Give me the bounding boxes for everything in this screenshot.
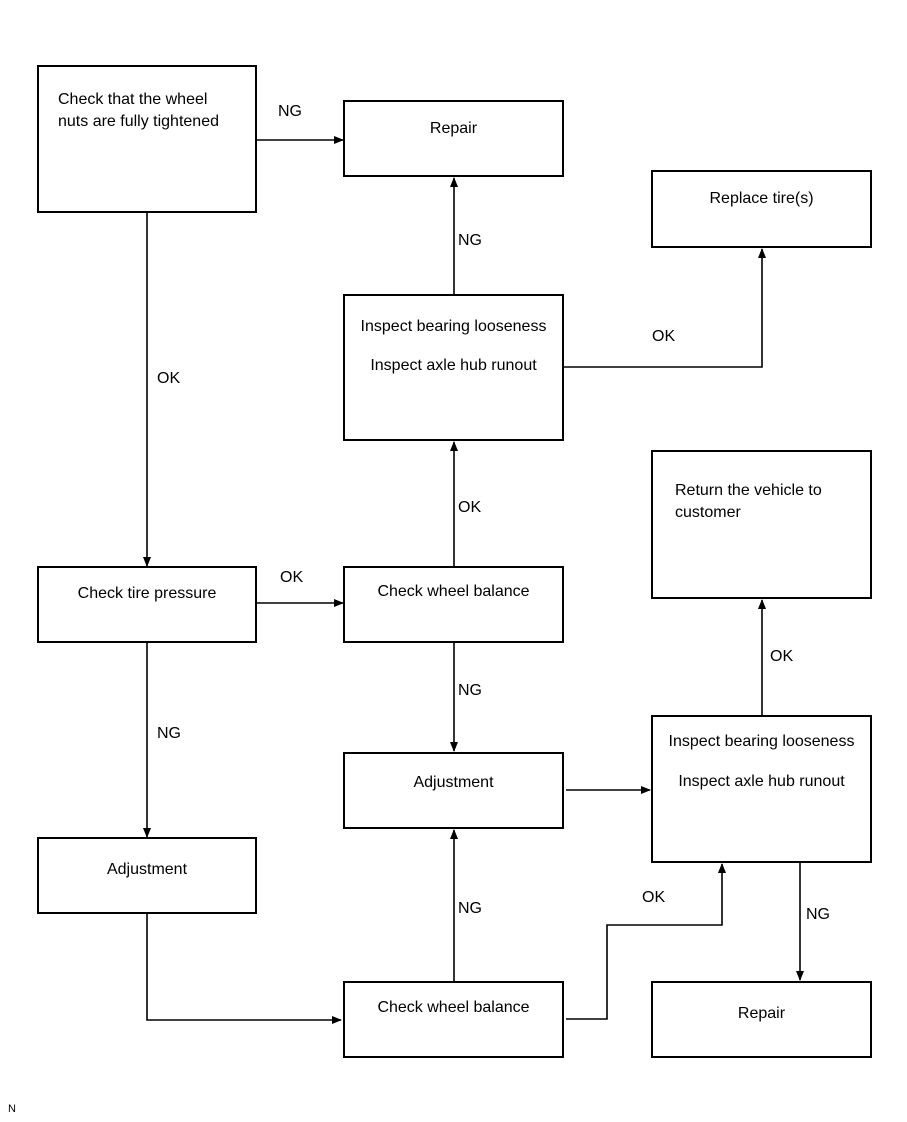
check-balance-bottom-box: Check wheel balance xyxy=(343,981,564,1058)
check-wheel-nuts-box: Check that the wheel nuts are fully tigh… xyxy=(37,65,257,213)
label-ng-nuts-repair: NG xyxy=(278,103,302,120)
label-ok-nuts-pressure: OK xyxy=(157,370,181,387)
arrow-balance-bottom-to-inspect xyxy=(566,863,726,1020)
label-ng-pressure-adjust: NG xyxy=(157,725,181,742)
check-wheel-nuts-text: Check that the wheel nuts are fully tigh… xyxy=(58,91,219,130)
label-ok-pressure-balance: OK xyxy=(280,569,304,586)
adjustment-middle-text: Adjustment xyxy=(413,774,494,791)
check-tire-pressure-text: Check tire pressure xyxy=(77,585,217,602)
adjustment-left-box: Adjustment xyxy=(37,837,257,914)
return-vehicle-text: Return the vehicle to customer xyxy=(675,482,822,521)
adjustment-middle-box: Adjustment xyxy=(343,752,564,829)
inspect-top-hub-text: Inspect axle hub runout xyxy=(370,357,537,374)
footer-mark: N xyxy=(8,1103,16,1115)
label-ng-inspect-repair: NG xyxy=(458,232,482,249)
label-ok-balance-inspect-bottom: OK xyxy=(642,889,666,906)
return-vehicle-box: Return the vehicle to customer xyxy=(651,450,872,599)
repair-bottom-box: Repair xyxy=(651,981,872,1058)
replace-tires-text: Replace tire(s) xyxy=(709,190,814,207)
arrow-inspect-to-replace xyxy=(563,248,766,368)
repair-bottom-text: Repair xyxy=(737,1005,786,1022)
arrow-adjustment-to-balance xyxy=(146,913,342,1024)
inspect-bottom-hub-text: Inspect axle hub runout xyxy=(678,773,845,790)
repair-top-box: Repair xyxy=(343,100,564,177)
inspect-bottom-box: Inspect bearing looseness Inspect axle h… xyxy=(651,715,872,863)
check-tire-pressure-box: Check tire pressure xyxy=(37,566,257,643)
label-ok-inspect-replace: OK xyxy=(652,328,676,345)
adjustment-left-text: Adjustment xyxy=(106,861,188,878)
inspect-top-box: Inspect bearing looseness Inspect axle h… xyxy=(343,294,564,441)
label-ok-balance-inspect: OK xyxy=(458,499,482,516)
label-ng-balance-adjust-middle: NG xyxy=(458,900,482,917)
check-balance-bottom-text: Check wheel balance xyxy=(377,999,530,1016)
inspect-top-bearing-text: Inspect bearing looseness xyxy=(360,318,547,335)
check-balance-top-text: Check wheel balance xyxy=(377,583,530,600)
label-ok-inspect-return: OK xyxy=(770,648,794,665)
inspect-bottom-bearing-text: Inspect bearing looseness xyxy=(668,733,855,750)
repair-top-text: Repair xyxy=(429,120,478,137)
label-ng-balance-adjust: NG xyxy=(458,682,482,699)
check-balance-top-box: Check wheel balance xyxy=(343,566,564,643)
label-ng-inspect-repair-bottom: NG xyxy=(806,906,830,923)
replace-tires-box: Replace tire(s) xyxy=(651,170,872,248)
